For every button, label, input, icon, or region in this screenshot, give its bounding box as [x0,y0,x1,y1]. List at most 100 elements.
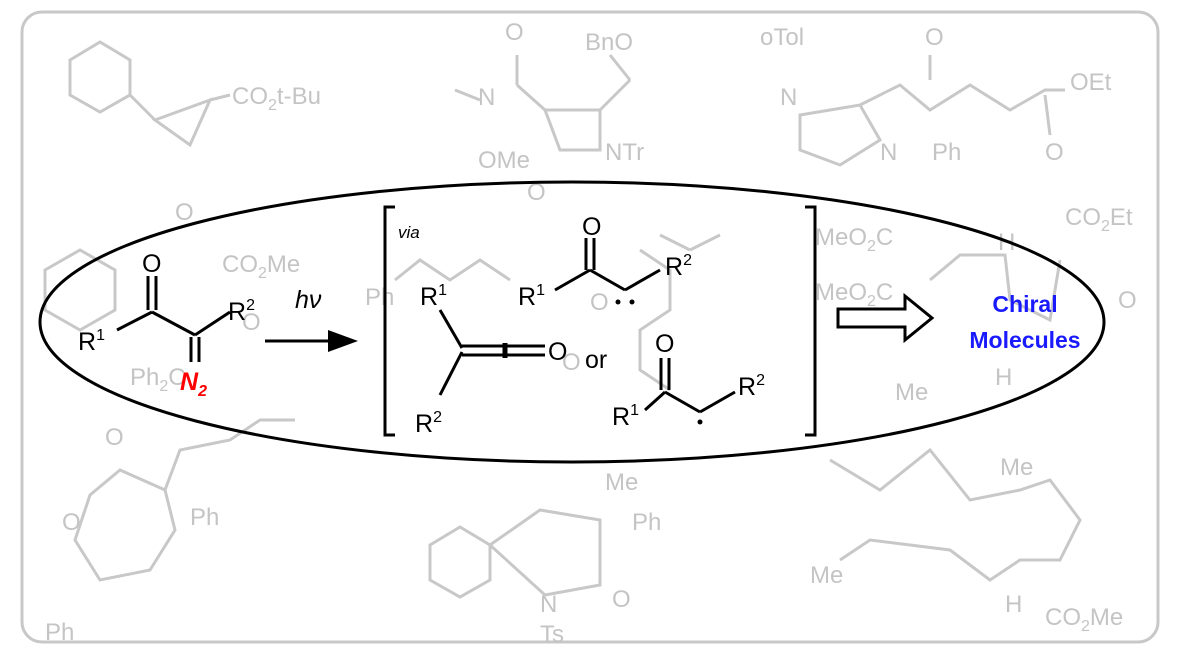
label: Ph [365,284,394,311]
label: Me [810,562,843,589]
product-label-line1: Chiral [992,291,1057,317]
svg-text:Ph2C: Ph2C [130,364,186,395]
label: Me [895,379,928,406]
svg-text:CO2t-Bu: CO2t-Bu [232,83,321,114]
label: R [665,253,683,281]
label: 2 [258,265,267,282]
label: Me [1000,454,1033,481]
label: N [540,591,557,618]
label: 2 [159,378,168,395]
label: R [738,373,756,401]
label: t-Bu [277,83,321,110]
svg-text:MeO2C: MeO2C [815,224,893,255]
label: O [1045,139,1064,166]
label: O [1118,287,1137,314]
ketene: R1 R2 O [415,282,567,438]
n2-label: N2 [180,368,207,400]
label: 1 [536,282,545,299]
svg-text:R2: R2 [415,409,442,438]
acyl-radical-pair: O R1 R2 [612,330,765,431]
label: R [420,283,438,311]
label: CO [1065,204,1101,231]
carbene: R1 O R2 [518,213,692,311]
label: OEt [1070,69,1112,96]
label: 2 [1101,218,1110,235]
svg-text:CO2Et: CO2Et [1065,204,1133,235]
label: R [612,403,630,431]
label: CO [1045,604,1081,631]
label: H [1005,591,1022,618]
label: C [876,224,893,251]
label: 2 [268,97,277,114]
label: O [562,349,581,376]
label: 1 [630,402,639,419]
svg-text:CO2Me: CO2Me [222,251,300,282]
or-label: or [585,346,607,374]
label: O [142,250,161,278]
hv-label: hν [295,286,322,314]
label: N [780,84,797,111]
background-structures: CO2t-Bu O BnO N OMe NTr O oTol N N O Ph … [43,19,1137,648]
label: O [655,330,674,358]
label: NTr [605,139,644,166]
svg-text:R1: R1 [518,282,545,311]
label: O [612,586,631,613]
label: 2 [246,297,255,314]
label: MeO [815,224,867,251]
label: O [582,213,601,241]
label: O [242,309,261,336]
label: 2 [756,372,765,389]
label: Me [1090,604,1123,631]
left-bracket [383,205,395,437]
label: CO [222,251,258,278]
label: Et [1110,204,1133,231]
label: 1 [96,327,105,344]
svg-text:CO2Me: CO2Me [1045,604,1123,635]
label: O [175,199,194,226]
label: Ts [540,621,564,648]
label: C [876,279,893,306]
right-bracket [805,205,817,437]
label: 2 [683,252,692,269]
diazo-reactant: O R1 R2 N2 [78,250,255,400]
svg-text:R1: R1 [420,282,447,311]
frame [20,10,1160,644]
label: O [105,424,124,451]
label: R [415,410,433,438]
svg-text:R2: R2 [665,252,692,281]
svg-text:MeO2C: MeO2C [815,279,893,310]
label: Me [267,251,300,278]
svg-text:R1: R1 [612,402,639,431]
label: 2 [197,383,207,400]
svg-text:R1: R1 [78,327,105,356]
label: 1 [438,282,447,299]
label: O [925,24,944,51]
label: CO [232,83,268,110]
label: O [590,289,609,316]
label: R [228,298,246,326]
label: Ph [190,504,219,531]
label: R [518,283,536,311]
label: H [995,364,1012,391]
label: Ph [632,509,661,536]
label: 2 [867,238,876,255]
svg-text:R2: R2 [228,297,255,326]
label: BnO [585,29,633,56]
label: Ph [130,364,159,391]
svg-text:R2: R2 [738,372,765,401]
label: 2 [1081,618,1090,635]
hollow-arrow [836,292,935,344]
label: 2 [867,293,876,310]
label: R [78,328,96,356]
label: Ph [45,619,74,646]
label: N [180,368,199,396]
via-label: via [398,223,420,242]
arrow-head [328,330,358,352]
label: O [62,509,81,536]
label: OMe [478,147,530,174]
label: O [527,179,546,206]
label: Me [605,469,638,496]
highlight-ellipse [38,180,1106,464]
label: O [505,19,524,46]
